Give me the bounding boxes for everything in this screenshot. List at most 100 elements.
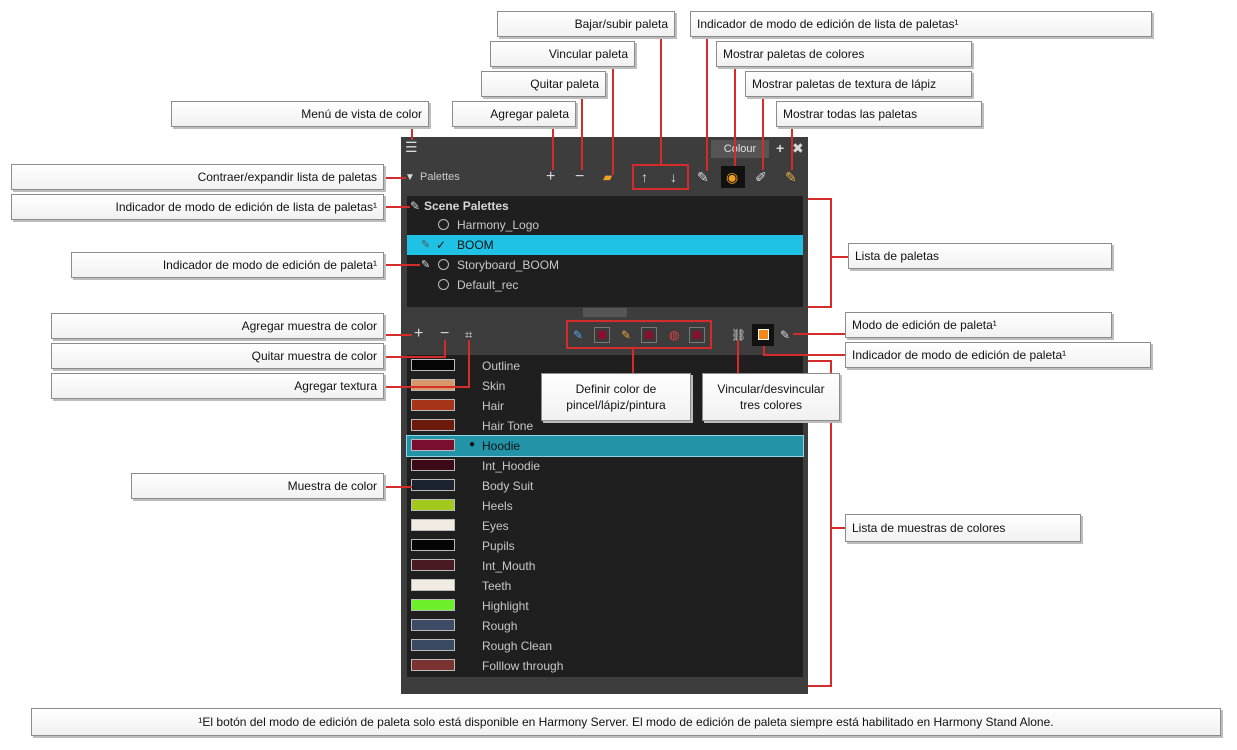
palette-row-default-rec[interactable]: Default_rec: [407, 275, 803, 295]
colour-swatch: [411, 559, 455, 571]
swatch-name: Folllow through: [482, 659, 564, 673]
paint-colour-button[interactable]: [689, 327, 705, 343]
swatch-row[interactable]: Int_Hoodie: [407, 456, 803, 476]
palette-row-storyboard-boom[interactable]: ✎ Storyboard_BOOM: [407, 255, 803, 275]
show-all-palettes-button[interactable]: ✎: [785, 169, 797, 185]
swatch-row[interactable]: Teeth: [407, 576, 803, 596]
colour-swatch: [411, 479, 455, 491]
pencil-icon: ✎: [621, 328, 632, 342]
swatch-row[interactable]: Hair: [407, 396, 803, 416]
move-palette-down-button[interactable]: ↓: [670, 169, 677, 185]
brush-icon: ✎: [573, 328, 584, 342]
palettes-section-label: Palettes: [420, 171, 460, 183]
collapse-expand-icon[interactable]: ▼: [405, 172, 415, 183]
callout-definir-color: Definir color de pincel/lápiz/pintura: [541, 373, 691, 421]
callout-menu-vista-color: Menú de vista de color: [171, 101, 429, 127]
callout-mostrar-colores: Mostrar paletas de colores: [716, 41, 972, 67]
palette-list-edit-mode-icon: ✎: [697, 169, 709, 185]
swatch-name: Int_Mouth: [482, 559, 536, 573]
palette-name: BOOM: [457, 238, 494, 252]
colour-swatch: [411, 539, 455, 551]
colour-swatch: [411, 379, 455, 391]
colour-swatch: [411, 599, 455, 611]
swatch-row[interactable]: Rough: [407, 616, 803, 636]
swatch-name: Highlight: [482, 599, 529, 613]
remove-colour-swatch-button[interactable]: −: [440, 325, 450, 342]
move-palette-up-button[interactable]: ↑: [641, 169, 648, 185]
callout-lista-paletas: Lista de paletas: [848, 243, 1112, 269]
swatch-row[interactable]: Highlight: [407, 596, 803, 616]
callout-indicador-paleta-der: Indicador de modo de edición de paleta¹: [845, 342, 1151, 368]
remove-palette-button[interactable]: −: [575, 168, 585, 185]
splitter-handle[interactable]: [583, 308, 627, 317]
callout-vincular-tres: Vincular/desvincular tres colores: [702, 373, 840, 421]
swatch-name: Hair: [482, 399, 505, 413]
swatch-name: Pupils: [482, 539, 515, 553]
selected-dot-icon: ●: [469, 439, 476, 450]
link-palette-button[interactable]: ▰: [603, 170, 613, 184]
callout-mostrar-todas: Mostrar todas las paletas: [776, 101, 982, 127]
colour-view-menu-icon[interactable]: ☰: [405, 139, 418, 155]
swatch-row[interactable]: Int_Mouth: [407, 556, 803, 576]
palette-row-harmony-logo[interactable]: Harmony_Logo: [407, 215, 803, 235]
add-view-icon[interactable]: +: [776, 140, 785, 156]
swatch-name: Hoodie: [482, 439, 521, 453]
swatch-row[interactable]: Pupils: [407, 536, 803, 556]
close-view-icon[interactable]: ✖: [792, 140, 804, 156]
show-pencil-texture-palettes-button[interactable]: ✐: [755, 169, 767, 185]
swatch-row[interactable]: Hair Tone: [407, 416, 803, 436]
palette-name: Storyboard_BOOM: [457, 258, 560, 272]
link-three-colours-button[interactable]: ⛓: [731, 328, 747, 342]
colour-swatch: [411, 519, 455, 531]
callout-indicador-lista-izq: Indicador de modo de edición de lista de…: [11, 194, 384, 220]
brush-colour-button[interactable]: [594, 327, 610, 343]
colour-palette-icon: ◉: [726, 169, 739, 185]
colour-swatch: [411, 659, 455, 671]
swatch-row[interactable]: Rough Clean: [407, 636, 803, 656]
checkmark-circle-icon: [438, 219, 449, 230]
add-palette-button[interactable]: +: [546, 168, 556, 185]
palette-edit-mode-indicator-icon: ✎: [780, 328, 791, 342]
colour-swatch: [411, 359, 455, 371]
colour-swatch: [411, 439, 455, 451]
callout-mostrar-textura: Mostrar paletas de textura de lápiz: [745, 71, 972, 97]
swatch-row[interactable]: Body Suit: [407, 476, 803, 496]
palette-name: Harmony_Logo: [457, 218, 540, 232]
swatch-row[interactable]: Skin: [407, 376, 803, 396]
tab-colour[interactable]: Colour: [711, 140, 769, 158]
swatch-name: Heels: [482, 499, 513, 513]
callout-contraer-expandir: Contraer/expandir lista de paletas: [11, 164, 384, 190]
swatch-name: Eyes: [482, 519, 509, 533]
show-colour-palettes-button[interactable]: [721, 166, 745, 188]
set-colour-highlight: [566, 320, 712, 349]
swatch-name: Teeth: [482, 579, 512, 593]
callout-muestra-color: Muestra de color: [131, 473, 384, 499]
callout-quitar-paleta: Quitar paleta: [481, 71, 606, 97]
swatch-row-selected[interactable]: ● Hoodie: [406, 435, 804, 457]
swatch-row[interactable]: Eyes: [407, 516, 803, 536]
add-colour-swatch-button[interactable]: +: [414, 325, 424, 342]
callout-lista-muestras: Lista de muestras de colores: [845, 514, 1081, 542]
up-down-highlight: [632, 164, 689, 190]
checkmark-icon: ✓: [436, 238, 447, 252]
checkmark-circle-icon: [438, 259, 449, 270]
add-texture-button[interactable]: ⌗: [465, 327, 473, 342]
swatch-row[interactable]: Folllow through: [407, 656, 803, 676]
colour-swatch: [411, 399, 455, 411]
callout-bajar-subir-paleta: Bajar/subir paleta: [497, 11, 675, 37]
colour-swatch: [411, 419, 455, 431]
swatch-row[interactable]: Heels: [407, 496, 803, 516]
colour-swatch: [411, 639, 455, 651]
footnote: ¹El botón del modo de edición de paleta …: [31, 708, 1221, 736]
swatch-name: Rough: [482, 619, 518, 633]
pencil-colour-button[interactable]: [641, 327, 657, 343]
swatch-row[interactable]: Outline: [407, 356, 803, 376]
scene-palettes-label: Scene Palettes: [424, 199, 509, 213]
swatch-name: Skin: [482, 379, 506, 393]
palette-row-boom[interactable]: ✎ ✓ BOOM: [407, 235, 803, 255]
callout-indicador-lista-sup: Indicador de modo de edición de lista de…: [690, 11, 1152, 37]
colour-swatch: [411, 499, 455, 511]
callout-quitar-muestra: Quitar muestra de color: [51, 343, 384, 369]
callout-agregar-paleta: Agregar paleta: [452, 101, 576, 127]
checkmark-circle-icon: [438, 279, 449, 290]
